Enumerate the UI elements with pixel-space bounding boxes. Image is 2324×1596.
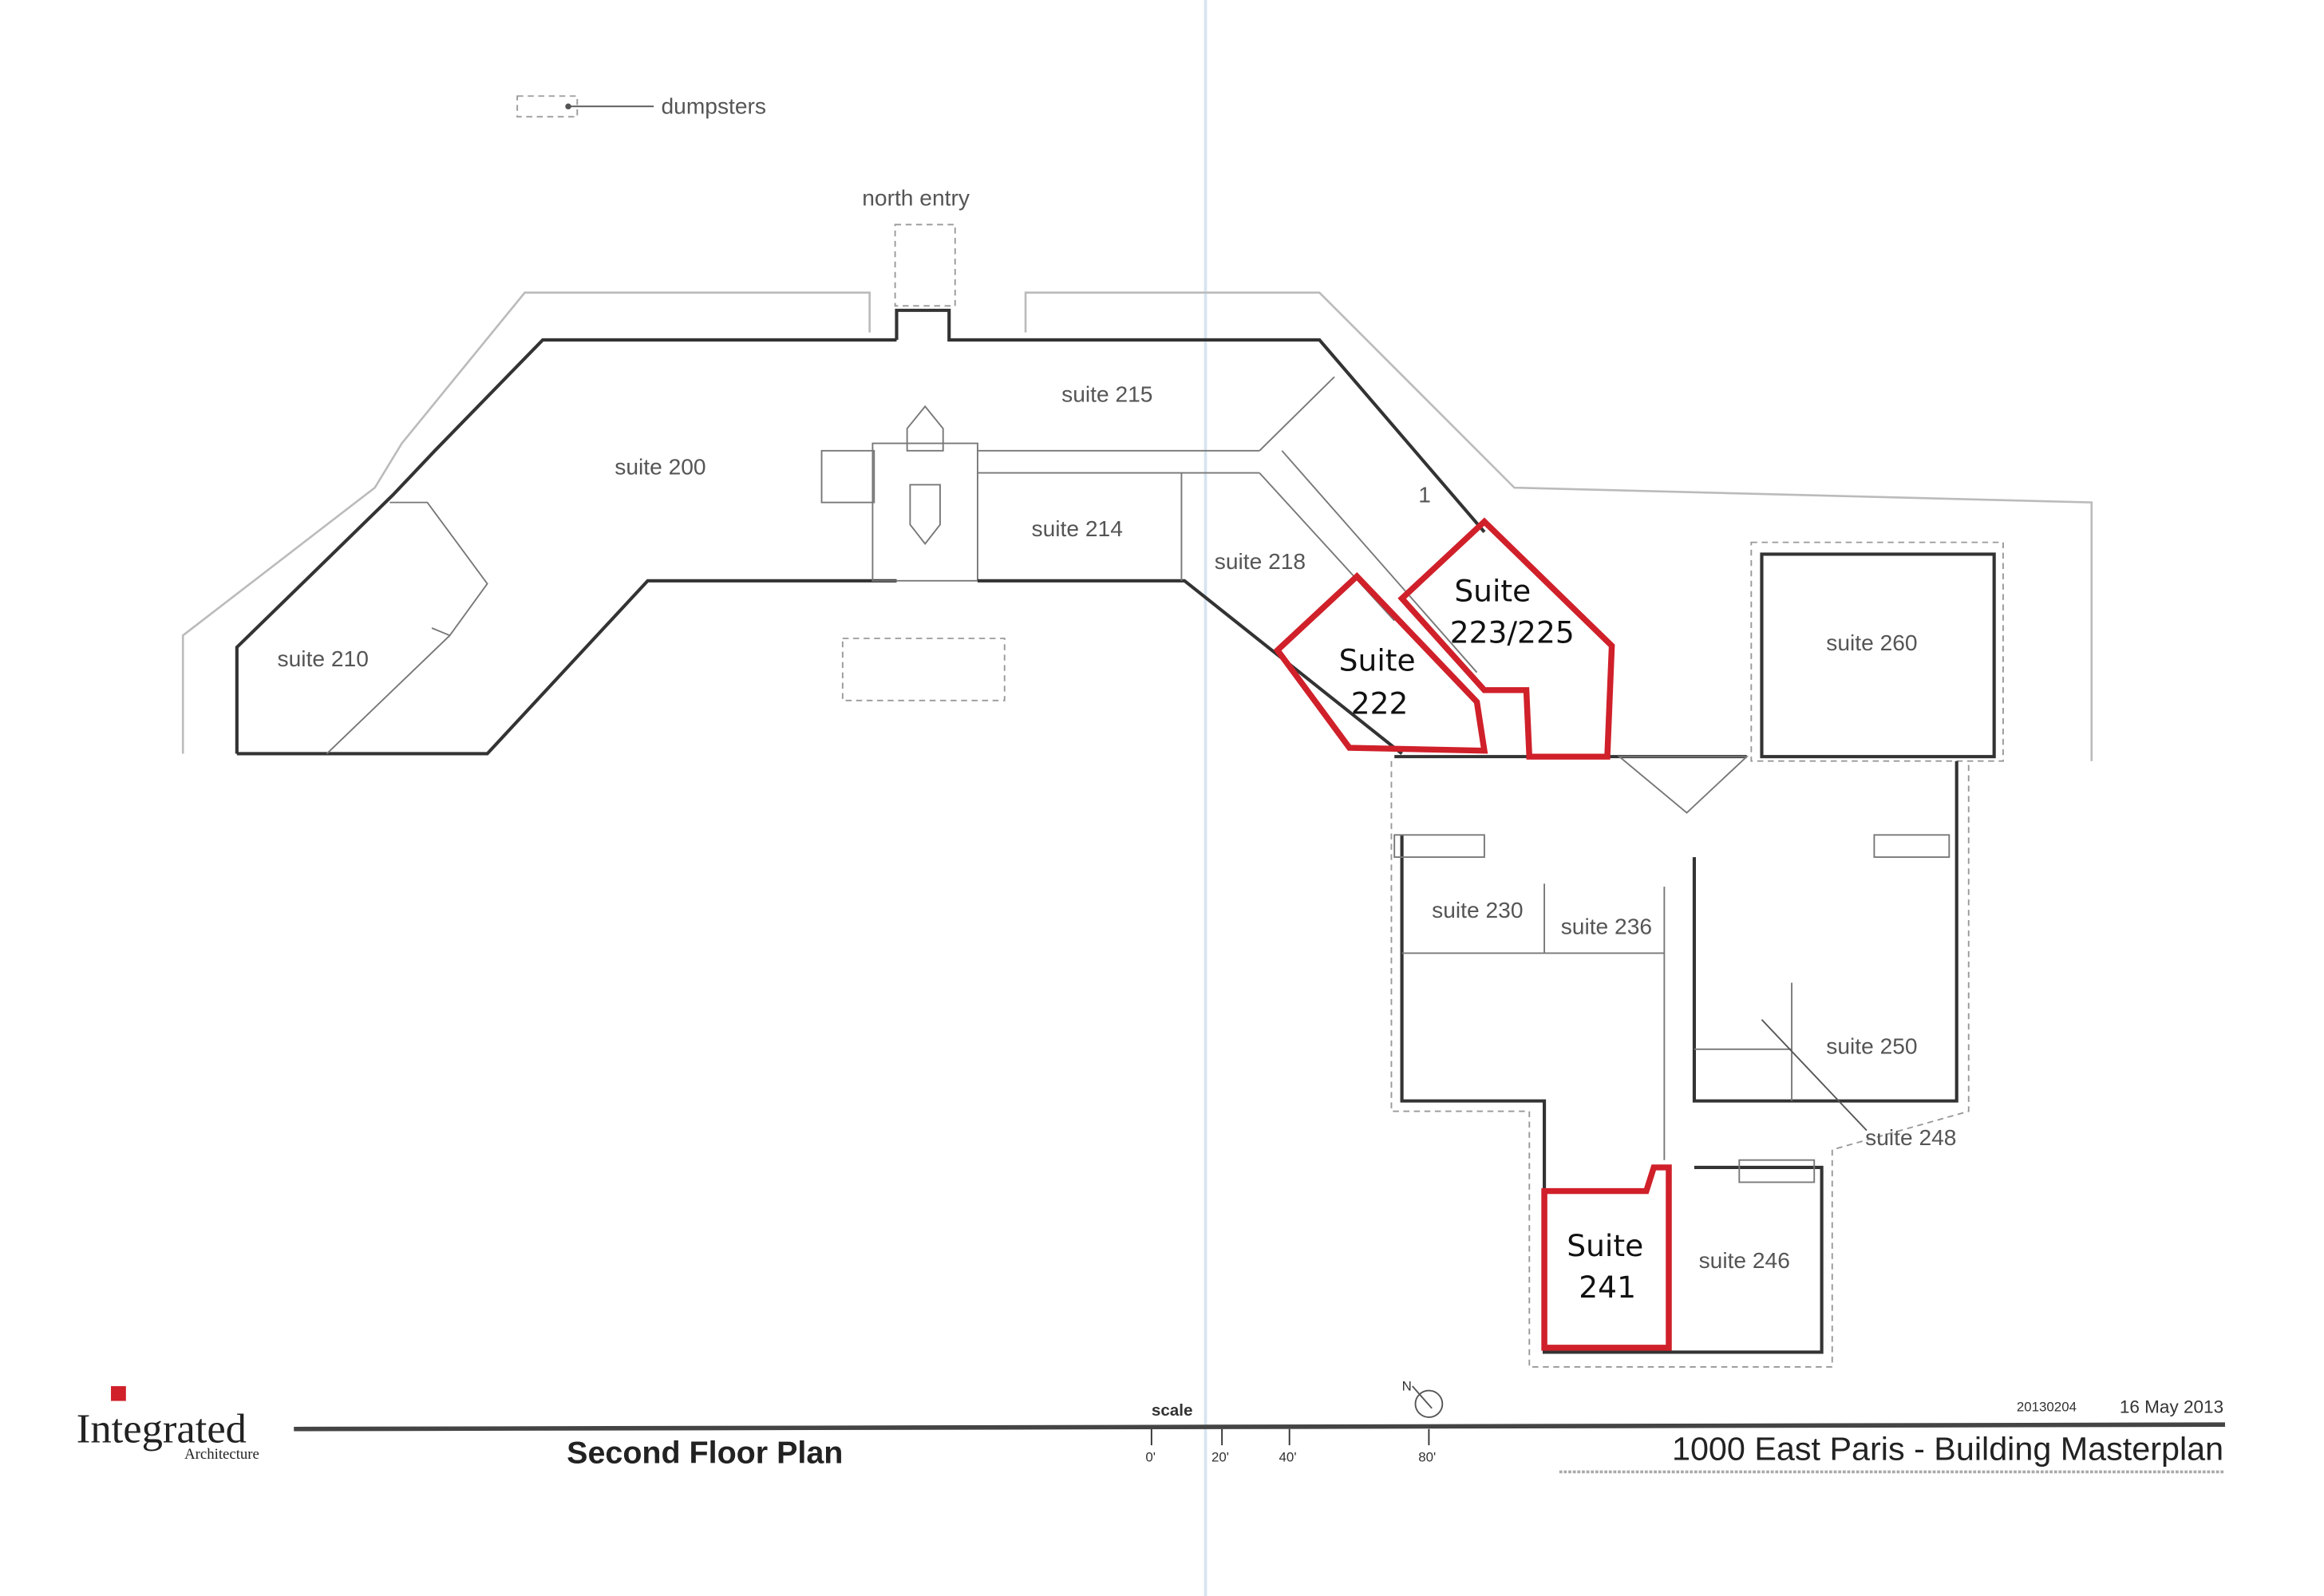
suite-230-label: suite 230 [1432, 898, 1523, 922]
site-outline-east [1024, 291, 2093, 761]
scale-tick-80: 80' [1418, 1450, 1436, 1465]
north-entry-label: north entry [862, 186, 970, 211]
suite-248-label: suite 248 [1865, 1125, 1956, 1150]
suite-223-label-line2: 223/225 [1450, 615, 1575, 650]
suite-241-label-line2: 241 [1579, 1270, 1636, 1305]
suite-215-label: suite 215 [1061, 382, 1152, 407]
suite-241-highlight[interactable] [1541, 1164, 1672, 1351]
scale-label: scale [1152, 1401, 1193, 1420]
suite-260-room [1760, 552, 1996, 759]
scale-tick-0: 0' [1145, 1450, 1156, 1465]
logo-sub: Architecture [184, 1446, 259, 1463]
east-block-west-wall [1400, 835, 1824, 1354]
suite-241-label-line1: Suite [1567, 1228, 1643, 1263]
north-arrow-icon [1414, 1389, 1444, 1418]
suite-210-partition [389, 501, 488, 637]
suite-200-label: suite 200 [615, 455, 706, 480]
logo-name: Integrated [77, 1406, 247, 1452]
title-rule [294, 1422, 2226, 1432]
suite-222-label-line2: 222 [1351, 686, 1409, 721]
suite-246-label: suite 246 [1699, 1248, 1790, 1273]
dumpsters-marker [516, 95, 654, 118]
north-corridor-wall [895, 308, 1486, 533]
suite-210-label: suite 210 [278, 646, 369, 671]
suite-236-label: suite 236 [1561, 915, 1652, 939]
project-title: 1000 East Paris - Building Masterplan [1672, 1431, 2223, 1468]
south-canopy [841, 638, 1006, 701]
suite-250-label: suite 250 [1826, 1034, 1917, 1059]
scale-tick-20: 20' [1211, 1450, 1229, 1465]
scale-tick-40: 40' [1279, 1450, 1297, 1465]
stair-core [872, 442, 978, 582]
west-wing-north-wall [235, 338, 897, 754]
sheet-date: 16 May 2013 [2120, 1397, 2223, 1417]
suite-214-label: suite 214 [1032, 516, 1123, 541]
logo-mark-icon [111, 1386, 126, 1401]
suite-223-label-line1: Suite [1454, 574, 1531, 609]
north-label: N [1402, 1379, 1412, 1394]
suite-222-highlight[interactable] [1273, 571, 1488, 754]
suite-223-225-highlight[interactable] [1397, 517, 1615, 760]
east-block-east-wall [1692, 760, 1958, 1103]
site-outline-west [181, 291, 871, 754]
project-number: 20130204 [2017, 1400, 2077, 1415]
suite-218-label: suite 218 [1215, 549, 1306, 574]
scale-bar [1150, 1428, 1430, 1446]
west-wing-south-wall [236, 579, 897, 756]
north-entry-canopy [894, 223, 956, 307]
suite-260-label: suite 260 [1826, 630, 1917, 655]
sheet-title: Second Floor Plan [567, 1436, 843, 1471]
south-corridor-wall [977, 579, 1403, 756]
dumpsters-label: dumpsters [662, 94, 767, 119]
suite-222-label-line1: Suite [1339, 643, 1416, 678]
unit-marker-label: 1 [1418, 483, 1431, 508]
